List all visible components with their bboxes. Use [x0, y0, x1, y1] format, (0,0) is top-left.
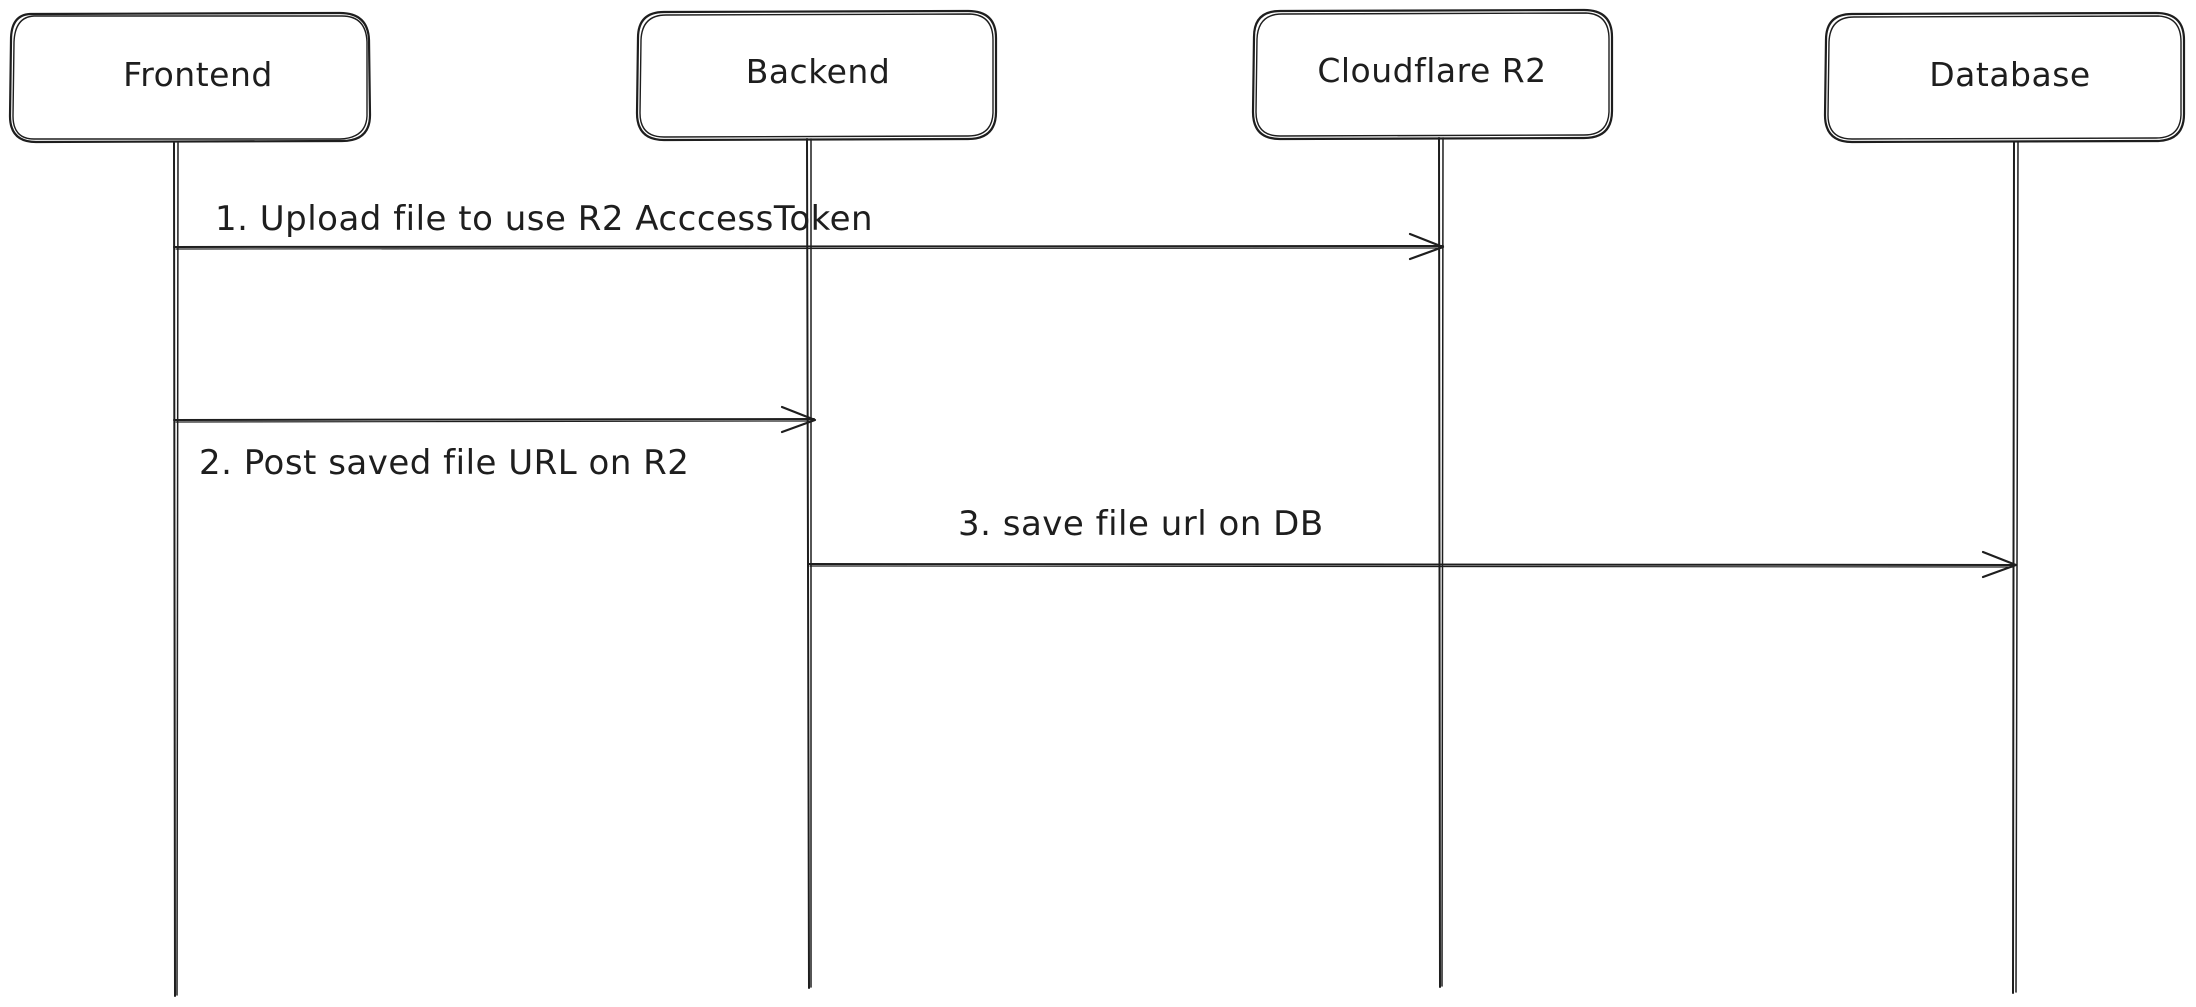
message-1-arrow-line-overstroke — [175, 247, 1443, 250]
message-3: 3. save file url on DB — [807, 504, 2018, 579]
actor-database-label: Database — [1929, 55, 2090, 94]
actor-database-box-overstroke — [1827, 15, 2182, 140]
actor-r2-box — [1251, 8, 1614, 141]
message-2: 2. Post saved file URL on R2 — [173, 405, 817, 483]
actor-database: Database — [1823, 11, 2186, 144]
message-3-label: 3. save file url on DB — [958, 504, 1324, 544]
actor-frontend: Frontend — [8, 11, 372, 144]
message-1-arrow-line — [173, 245, 1444, 248]
actor-frontend-box-overstroke — [12, 15, 368, 140]
message-2-label: 2. Post saved file URL on R2 — [199, 443, 689, 483]
actor-cloudflare-r2: Cloudflare R2 — [1251, 8, 1614, 141]
actor-backend: Backend — [635, 9, 998, 142]
actor-r2-box-overstroke — [1255, 12, 1610, 137]
message-1-label: 1. Upload file to use R2 AcccessToken — [215, 199, 873, 239]
message-1-arrowhead — [1408, 232, 1445, 261]
actor-r2-label: Cloudflare R2 — [1317, 51, 1546, 90]
actor-frontend-box — [8, 11, 372, 144]
actor-backend-box — [635, 9, 998, 142]
message-2-arrow-line — [173, 418, 815, 421]
message-2-arrowhead — [780, 405, 817, 434]
actor-backend-label: Backend — [746, 52, 891, 91]
message-3-arrowhead — [1981, 550, 2018, 579]
message-3-arrow-line — [807, 563, 2016, 566]
message-3-arrow-line-overstroke — [809, 565, 2015, 568]
lifeline-frontend — [173, 142, 179, 997]
lifeline-cloudflare-r2 — [1438, 137, 1444, 988]
actor-backend-box-overstroke — [639, 13, 994, 138]
message-2-arrow-line-overstroke — [175, 420, 814, 423]
actor-database-box — [1823, 11, 2186, 144]
message-1: 1. Upload file to use R2 AcccessToken — [173, 199, 1445, 261]
actor-frontend-label: Frontend — [123, 55, 273, 94]
